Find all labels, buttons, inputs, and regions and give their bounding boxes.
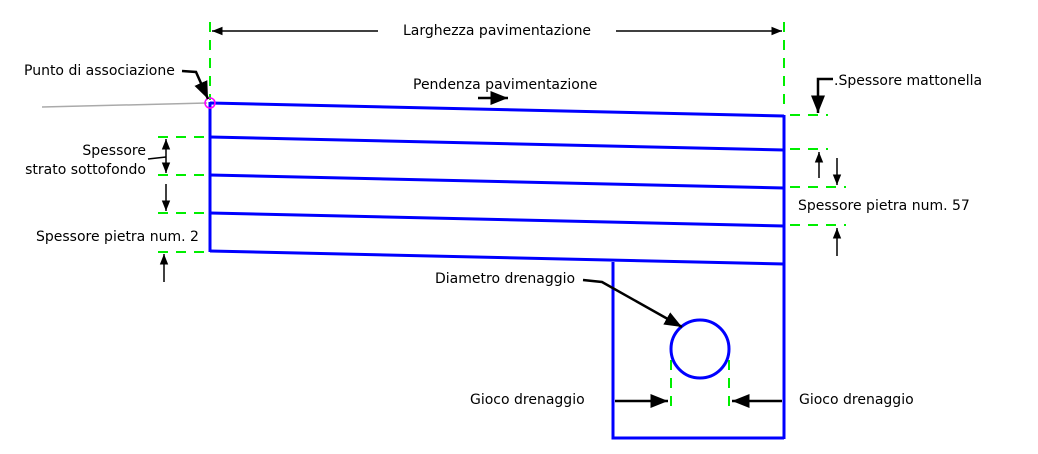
dimension-extension-lines [158, 22, 846, 410]
pavement-layers [208, 101, 786, 440]
drain-clearance-right-label: Gioco drenaggio [799, 392, 914, 408]
subbase-label-2: strato sottofondo [25, 162, 146, 178]
subbase-label-1: Spessore [82, 143, 146, 159]
slope-label: Pendenza pavimentazione [413, 77, 597, 93]
attachment-point-label: Punto di associazione [24, 63, 175, 79]
drain-clearance-left-label: Gioco drenaggio [470, 392, 585, 408]
width-label: Larghezza pavimentazione [403, 23, 591, 39]
drain-trench [611, 262, 784, 440]
drain-diameter-label: Diametro drenaggio [435, 271, 575, 287]
drain-pipe [669, 318, 731, 380]
tile-thickness-label: .Spessore mattonella [834, 73, 982, 89]
stone2-label: Spessore pietra num. 2 [36, 229, 199, 245]
attachment-point-marker[interactable] [204, 97, 216, 109]
stone57-label: Spessore pietra num. 57 [798, 198, 970, 214]
ground-reference-line [41, 102, 208, 108]
